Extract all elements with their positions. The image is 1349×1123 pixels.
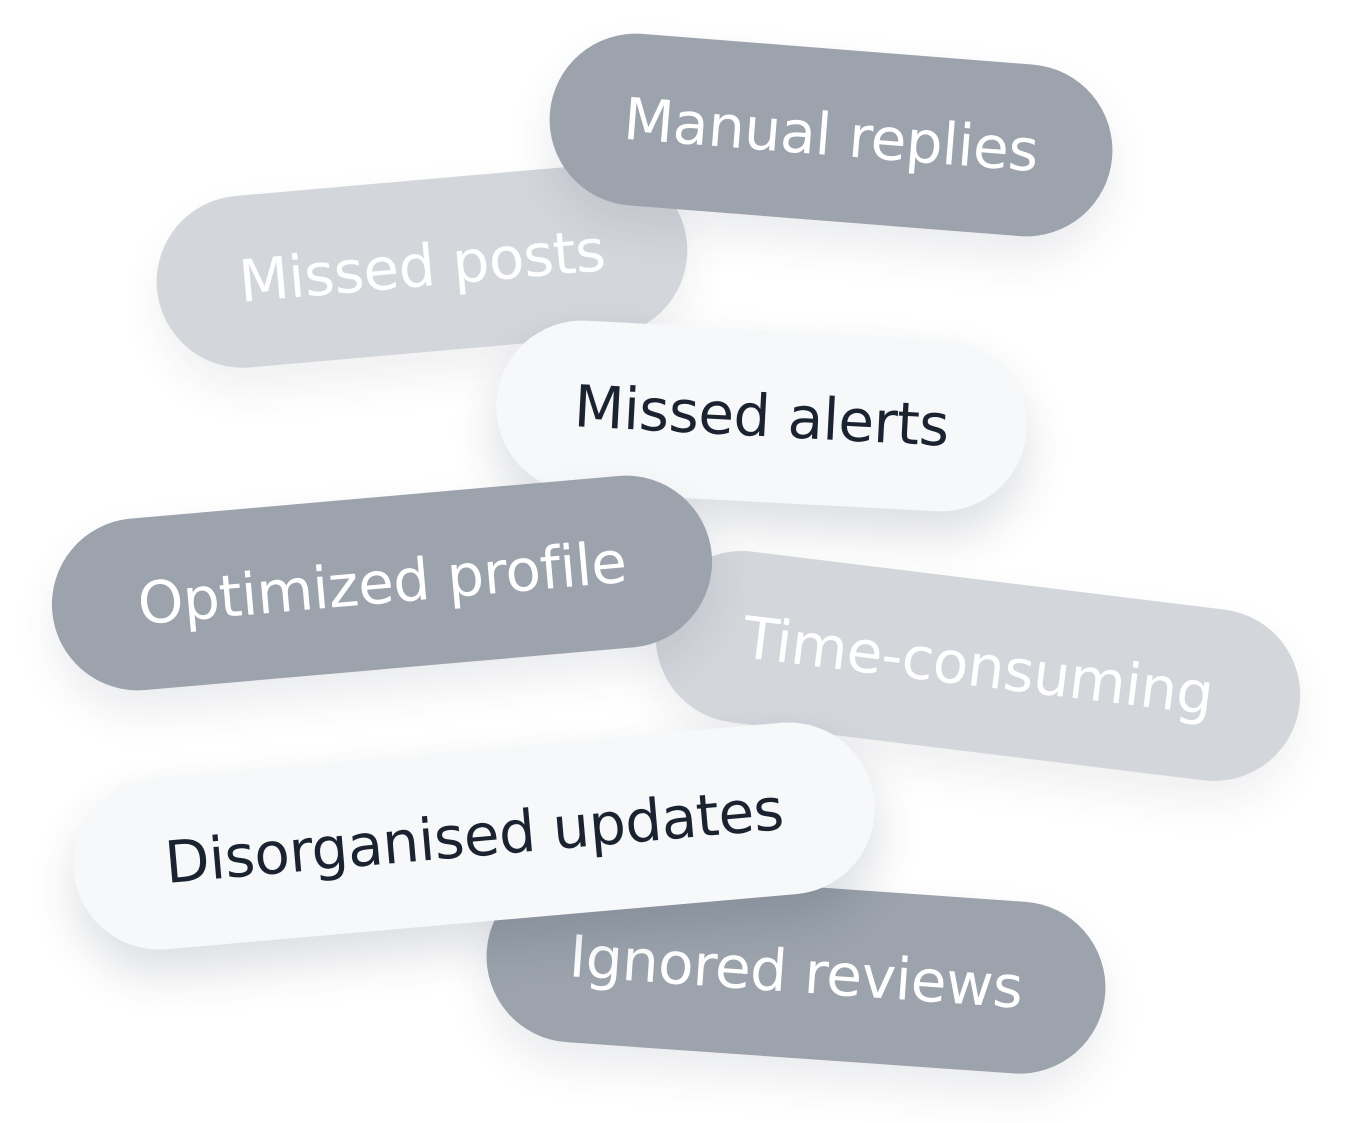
tag-label: Disorganised updates [162,775,786,897]
tag-label: Optimized profile [134,527,630,639]
tag-label: Ignored reviews [567,922,1025,1022]
tag-label: Missed alerts [572,372,951,460]
tag-label: Manual replies [621,84,1041,186]
tag-label: Time-consuming [739,603,1217,729]
tag-optimized-profile: Optimized profile [44,468,720,698]
tag-label: Missed posts [236,216,608,316]
